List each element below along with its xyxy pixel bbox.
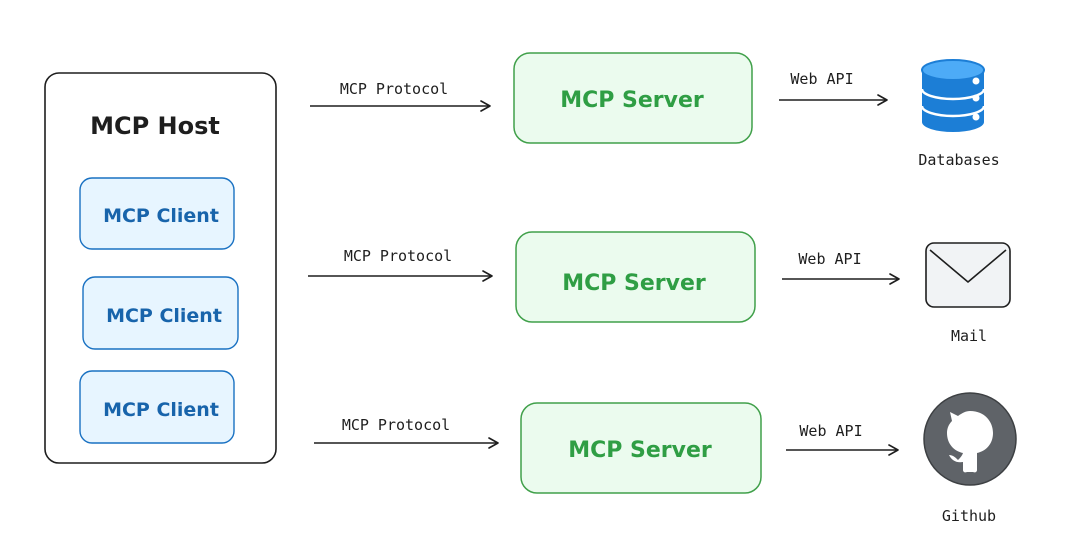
mcp-server-box <box>520 402 762 494</box>
mail-icon <box>925 242 1011 308</box>
mcp-client-label: MCP Client <box>103 399 219 421</box>
mcp-client-2: MCP Client <box>82 276 239 350</box>
mcp-client-box <box>82 276 239 350</box>
mcp-server-label: MCP Server <box>562 271 706 296</box>
target-label: Databases <box>918 151 999 169</box>
mcp-server-box <box>515 231 756 323</box>
github-icon <box>923 392 1017 486</box>
target-label: Mail <box>951 327 987 345</box>
row-databases: MCP Protocol MCP Server Web API Database… <box>310 52 1000 169</box>
web-api-label: Web API <box>798 250 861 268</box>
mcp-client-label: MCP Client <box>106 305 222 327</box>
web-api-label: Web API <box>799 422 862 440</box>
mcp-server-box <box>513 52 753 144</box>
mcp-server-label: MCP Server <box>568 438 712 463</box>
mcp-client-1: MCP Client <box>79 177 235 250</box>
mcp-client-box <box>79 177 235 250</box>
mcp-client-label: MCP Client <box>103 205 219 227</box>
mcp-client-3: MCP Client <box>79 370 235 444</box>
row-mail: MCP Protocol MCP Server Web API Mail <box>308 231 1011 345</box>
protocol-label: MCP Protocol <box>342 416 450 434</box>
mcp-host-title: MCP Host <box>90 112 220 140</box>
mcp-host: MCP Host MCP Client MCP Client MCP Clien… <box>44 72 277 464</box>
web-api-label: Web API <box>790 70 853 88</box>
row-github: MCP Protocol MCP Server Web API Github <box>314 392 1017 525</box>
protocol-label: MCP Protocol <box>340 80 448 98</box>
mcp-host-box <box>44 72 277 464</box>
mcp-client-box <box>79 370 235 444</box>
database-icon <box>920 59 986 132</box>
protocol-label: MCP Protocol <box>344 247 452 265</box>
mcp-server-label: MCP Server <box>560 88 704 113</box>
target-label: Github <box>942 507 996 525</box>
